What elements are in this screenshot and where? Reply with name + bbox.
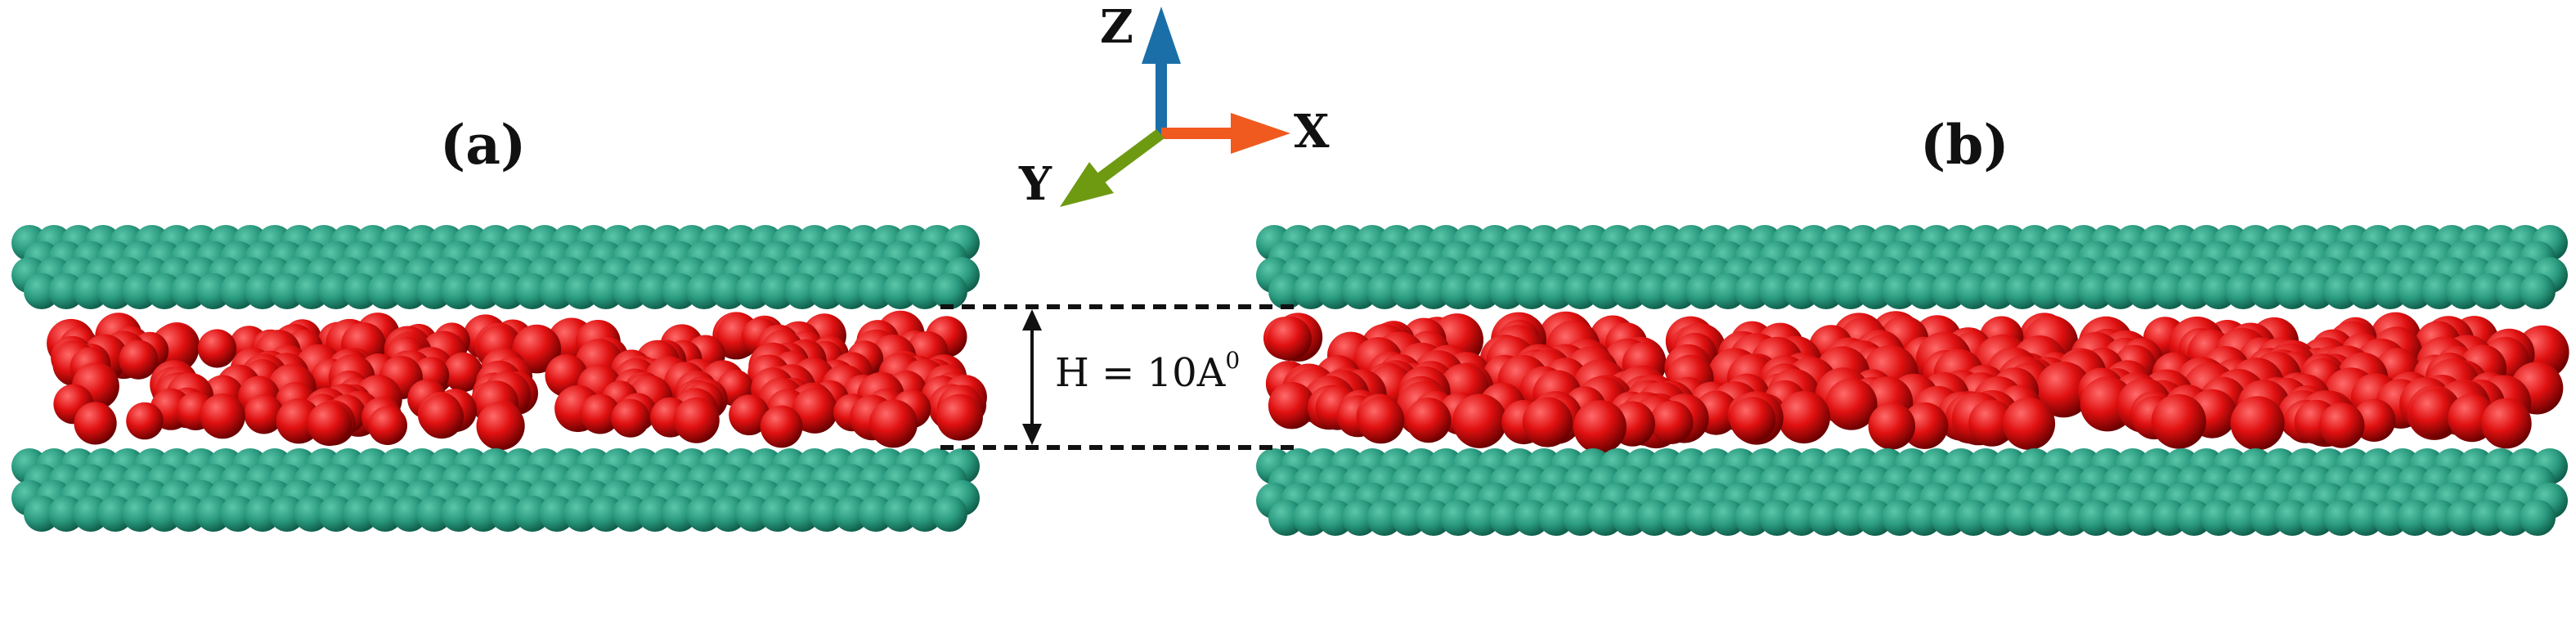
wall-atom: [2520, 500, 2556, 536]
fluid-atom: [1777, 390, 1830, 444]
fluid-atom: [580, 393, 621, 434]
fluid-atom: [197, 329, 237, 368]
fluid-atom: [1573, 400, 1627, 454]
fluid-atom: [200, 393, 245, 439]
fluid-atom: [868, 399, 918, 448]
fluid-atom: [119, 339, 159, 380]
fluid-atom: [307, 401, 352, 447]
panel-a: [11, 225, 987, 532]
wall-atom: [931, 496, 967, 532]
fluid-atom: [611, 398, 650, 438]
fluid-atom: [2002, 397, 2056, 450]
panel-label-b: (b): [1920, 113, 2009, 177]
fluid-atom: [1452, 393, 1507, 448]
fluid-atom: [244, 393, 285, 434]
fluid-atom: [673, 397, 720, 443]
x-axis-arrow: [1161, 113, 1290, 154]
top-wall-a: [11, 225, 980, 309]
fluid-atom: [1649, 400, 1694, 444]
fluid-atom: [1357, 396, 1405, 444]
fluid-atom: [1868, 402, 1915, 450]
wall-atom: [2520, 273, 2556, 309]
y-axis-label: Y: [1019, 157, 1052, 211]
fluid-atom: [1267, 316, 1312, 361]
wall-atom: [931, 273, 967, 309]
z-axis-arrow: [1142, 7, 1181, 135]
gap-height-text: H = 10A: [1055, 350, 1226, 396]
fluid-atom: [368, 406, 407, 445]
fluid-atom: [2151, 393, 2206, 449]
bottom-wall-b: [1256, 448, 2568, 536]
fluid-atom: [1901, 402, 1949, 449]
axes-triad: [1060, 7, 1290, 207]
fluid-atom: [1522, 397, 1573, 447]
fluid-atom: [792, 387, 838, 434]
gap-double-arrow: [1022, 309, 1042, 445]
bottom-wall-a: [11, 448, 980, 532]
gap-height-superscript: 0: [1225, 347, 1241, 374]
fluid-atom: [729, 394, 770, 436]
fluid-atom: [1730, 397, 1776, 443]
panel-label-a: (a): [440, 113, 527, 177]
fluid-atom: [2319, 402, 2365, 448]
fluid-particles-b: [1263, 311, 2569, 454]
fluid-atom: [760, 405, 803, 448]
fluid-atom: [2481, 398, 2532, 449]
x-axis-label: X: [1294, 105, 1330, 159]
fluid-atom: [1968, 399, 2016, 447]
fluid-atom: [2230, 396, 2285, 451]
gap-height-label: H = 10A0: [1055, 347, 1241, 396]
fluid-particles-a: [47, 310, 987, 451]
fluid-atom: [74, 402, 117, 445]
fluid-atom: [126, 402, 164, 440]
fluid-atom: [2409, 389, 2459, 438]
y-axis-arrow: [1060, 129, 1165, 207]
z-axis-label: Z: [1100, 0, 1133, 54]
fluid-atom: [1406, 397, 1452, 443]
panel-b: [1256, 225, 2569, 536]
fluid-atom: [1268, 382, 1316, 429]
fluid-atom: [443, 352, 483, 393]
fluid-atom: [476, 402, 525, 451]
fluid-atom: [420, 394, 464, 439]
fluid-atom: [1825, 378, 1878, 430]
top-wall-b: [1256, 225, 2568, 309]
fluid-atom: [2035, 362, 2092, 418]
fluid-atom: [936, 393, 983, 441]
